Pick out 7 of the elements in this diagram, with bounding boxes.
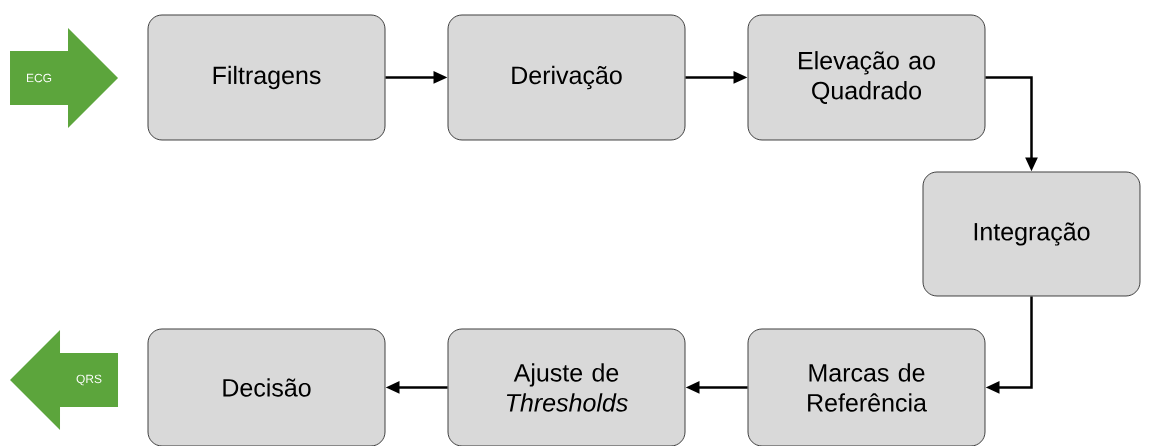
process-box: Ajuste de Thresholds xyxy=(447,328,686,446)
process-box: Integração xyxy=(922,171,1141,297)
process-box: Derivação xyxy=(447,14,686,141)
process-box: Elevação ao Quadrado xyxy=(747,14,986,141)
process-box: Filtragens xyxy=(147,14,386,141)
process-box: Marcas de Referência xyxy=(747,328,986,446)
process-box: Decisão xyxy=(147,328,386,446)
